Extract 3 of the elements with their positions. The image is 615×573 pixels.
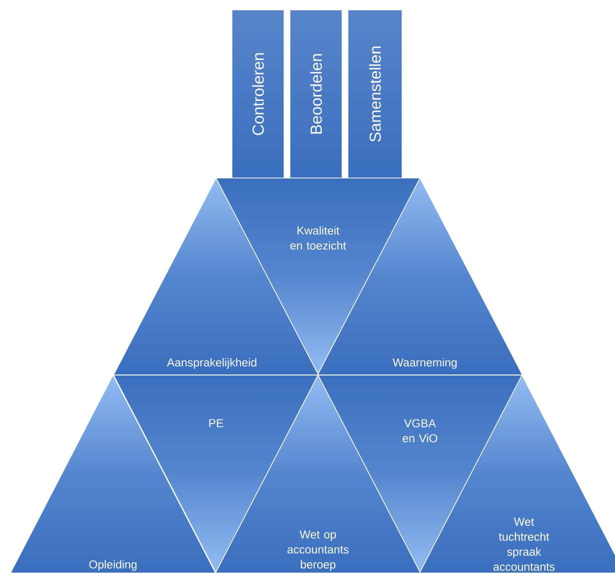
vertical-bar: Samenstellen bbox=[348, 10, 402, 180]
vertical-bar: Beoordelen bbox=[290, 10, 342, 180]
vertical-bar: Controleren bbox=[232, 10, 284, 180]
